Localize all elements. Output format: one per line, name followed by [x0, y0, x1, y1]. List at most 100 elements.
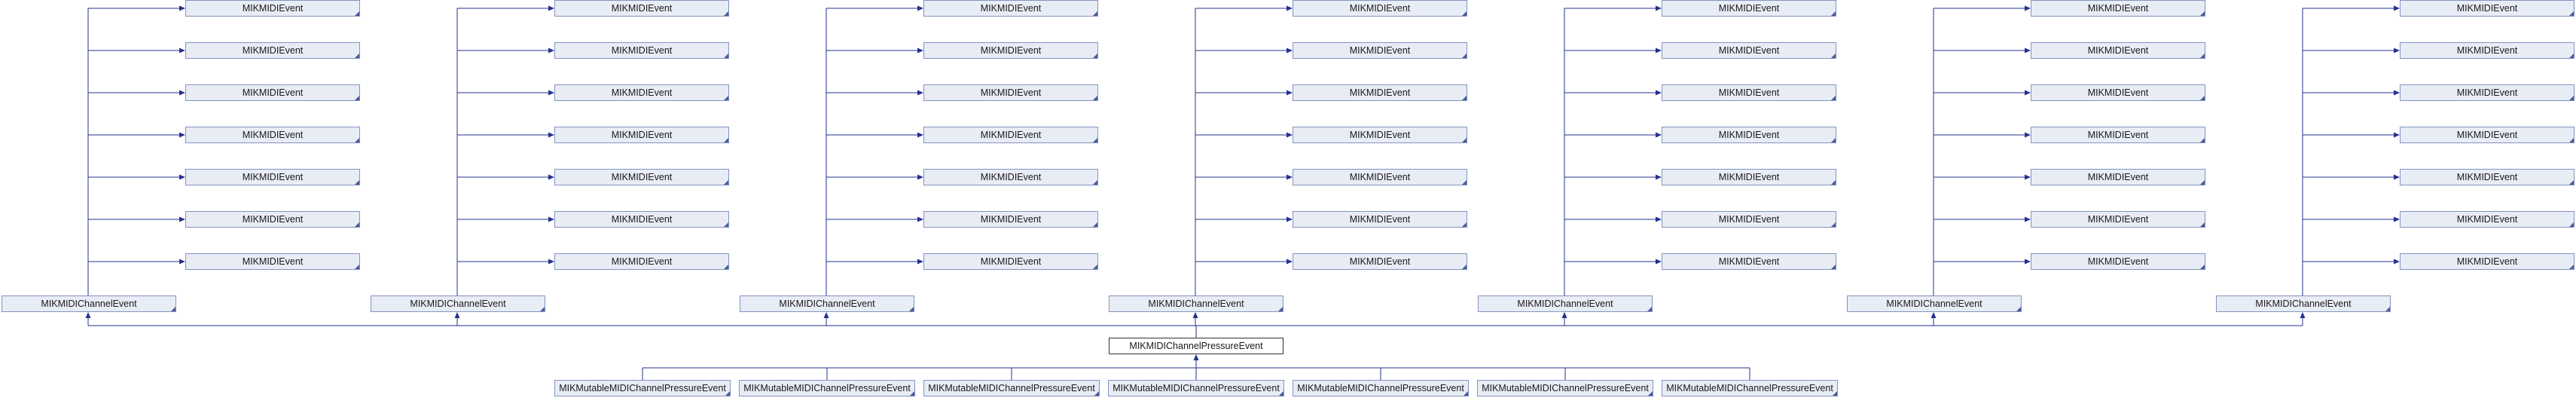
- class-link-corner-icon: [355, 138, 359, 142]
- base-class-mikmidichannelevent[interactable]: MIKMIDIChannelEvent: [1109, 295, 1283, 312]
- base-class-mikmidievent[interactable]: MIKMIDIEvent: [2031, 127, 2205, 143]
- base-class-mikmidichannelevent[interactable]: MIKMIDIChannelEvent: [371, 295, 545, 312]
- arrow-head: [179, 216, 185, 222]
- arrow-head: [548, 132, 554, 138]
- arrow-head: [548, 47, 554, 54]
- class-link-corner-icon: [1647, 307, 1652, 311]
- base-class-mikmidievent[interactable]: MIKMIDIEvent: [1293, 84, 1467, 101]
- base-class-mikmidievent[interactable]: MIKMIDIEvent: [185, 84, 360, 101]
- base-class-mikmidievent[interactable]: MIKMIDIEvent: [2400, 0, 2574, 17]
- base-class-mikmidievent[interactable]: MIKMIDIEvent: [1662, 42, 1836, 59]
- base-class-mikmidievent[interactable]: MIKMIDIEvent: [1293, 0, 1467, 17]
- base-class-mikmidievent[interactable]: MIKMIDIEvent: [554, 127, 729, 143]
- base-class-mikmidichannelevent[interactable]: MIKMIDIChannelEvent: [1478, 295, 1653, 312]
- arrow-head: [548, 5, 554, 11]
- base-class-mikmidievent[interactable]: MIKMIDIEvent: [185, 42, 360, 59]
- class-link-corner-icon: [1278, 307, 1283, 311]
- arrow-head: [917, 216, 923, 222]
- base-class-mikmidievent[interactable]: MIKMIDIEvent: [185, 169, 360, 185]
- base-class-mikmidievent[interactable]: MIKMIDIEvent: [1293, 211, 1467, 228]
- base-class-mikmidievent[interactable]: MIKMIDIEvent: [923, 253, 1098, 270]
- base-class-mikmidievent[interactable]: MIKMIDIEvent: [2400, 253, 2574, 270]
- base-class-mikmidievent[interactable]: MIKMIDIEvent: [1293, 42, 1467, 59]
- base-class-mikmidievent[interactable]: MIKMIDIEvent: [1293, 169, 1467, 185]
- base-class-mikmidievent[interactable]: MIKMIDIEvent: [2031, 211, 2205, 228]
- base-class-mikmidievent[interactable]: MIKMIDIEvent: [1662, 211, 1836, 228]
- class-link-corner-icon: [1462, 54, 1467, 58]
- base-class-mikmidievent-label: MIKMIDIEvent: [242, 87, 304, 98]
- subclass-mikmutablemidichannelpressureevent[interactable]: MIKMutableMIDIChannelPressureEvent: [1662, 380, 1838, 396]
- base-class-mikmidievent[interactable]: MIKMIDIEvent: [2400, 84, 2574, 101]
- base-class-mikmidievent[interactable]: MIKMIDIEvent: [185, 0, 360, 17]
- base-class-mikmidievent-label: MIKMIDIEvent: [980, 130, 1042, 140]
- base-class-mikmidievent[interactable]: MIKMIDIEvent: [1662, 127, 1836, 143]
- base-class-mikmidievent[interactable]: MIKMIDIEvent: [554, 253, 729, 270]
- subclass-mikmutablemidichannelpressureevent[interactable]: MIKMutableMIDIChannelPressureEvent: [1477, 380, 1653, 396]
- subclass-mikmutablemidichannelpressureevent-label: MIKMutableMIDIChannelPressureEvent: [1666, 383, 1833, 393]
- base-class-mikmidievent[interactable]: MIKMIDIEvent: [923, 84, 1098, 101]
- class-link-corner-icon: [724, 222, 728, 227]
- base-class-mikmidievent[interactable]: MIKMIDIEvent: [1662, 169, 1836, 185]
- subclass-mikmutablemidichannelpressureevent[interactable]: MIKMutableMIDIChannelPressureEvent: [1108, 380, 1284, 396]
- base-class-mikmidievent-label: MIKMIDIEvent: [2456, 172, 2518, 182]
- arrow-head: [1286, 90, 1293, 96]
- base-class-mikmidievent[interactable]: MIKMIDIEvent: [554, 211, 729, 228]
- base-class-mikmidievent[interactable]: MIKMIDIEvent: [2031, 84, 2205, 101]
- base-class-mikmidievent[interactable]: MIKMIDIEvent: [1293, 253, 1467, 270]
- base-class-mikmidievent[interactable]: MIKMIDIEvent: [185, 211, 360, 228]
- base-class-mikmidievent[interactable]: MIKMIDIEvent: [923, 169, 1098, 185]
- focus-class-label: MIKMIDIChannelPressureEvent: [1129, 341, 1263, 351]
- base-class-mikmidievent[interactable]: MIKMIDIEvent: [923, 0, 1098, 17]
- subclass-mikmutablemidichannelpressureevent[interactable]: MIKMutableMIDIChannelPressureEvent: [923, 380, 1100, 396]
- base-class-mikmidievent[interactable]: MIKMIDIEvent: [2031, 253, 2205, 270]
- base-class-mikmidievent-label: MIKMIDIEvent: [242, 3, 304, 14]
- base-class-mikmidievent[interactable]: MIKMIDIEvent: [2400, 42, 2574, 59]
- base-class-mikmidievent[interactable]: MIKMIDIEvent: [1293, 127, 1467, 143]
- subclass-mikmutablemidichannelpressureevent[interactable]: MIKMutableMIDIChannelPressureEvent: [1293, 380, 1469, 396]
- base-class-mikmidievent[interactable]: MIKMIDIEvent: [1662, 0, 1836, 17]
- base-class-mikmidievent[interactable]: MIKMIDIEvent: [2031, 169, 2205, 185]
- base-class-mikmidievent[interactable]: MIKMIDIEvent: [1662, 84, 1836, 101]
- base-class-mikmidichannelevent[interactable]: MIKMIDIChannelEvent: [2216, 295, 2391, 312]
- arrow-head: [1286, 47, 1293, 54]
- base-class-mikmidievent[interactable]: MIKMIDIEvent: [923, 211, 1098, 228]
- class-link-corner-icon: [1094, 391, 1099, 396]
- base-class-mikmidievent[interactable]: MIKMIDIEvent: [554, 84, 729, 101]
- base-class-mikmidievent[interactable]: MIKMIDIEvent: [554, 0, 729, 17]
- base-class-mikmidievent[interactable]: MIKMIDIEvent: [185, 127, 360, 143]
- base-class-mikmidievent[interactable]: MIKMIDIEvent: [554, 169, 729, 185]
- base-class-mikmidievent[interactable]: MIKMIDIEvent: [2400, 169, 2574, 185]
- arrow-head: [2394, 174, 2400, 180]
- class-link-corner-icon: [910, 391, 914, 396]
- arrow-head: [917, 5, 923, 11]
- base-class-mikmidievent[interactable]: MIKMIDIEvent: [923, 127, 1098, 143]
- class-link-corner-icon: [724, 138, 728, 142]
- class-link-corner-icon: [1831, 265, 1836, 269]
- base-class-mikmidievent[interactable]: MIKMIDIEvent: [1662, 253, 1836, 270]
- subclass-mikmutablemidichannelpressureevent[interactable]: MIKMutableMIDIChannelPressureEvent: [739, 380, 915, 396]
- base-class-mikmidichannelevent[interactable]: MIKMIDIChannelEvent: [1847, 295, 2022, 312]
- arrow-head: [1656, 216, 1662, 222]
- base-class-mikmidievent[interactable]: MIKMIDIEvent: [2400, 211, 2574, 228]
- base-class-mikmidievent[interactable]: MIKMIDIEvent: [2031, 42, 2205, 59]
- subclass-mikmutablemidichannelpressureevent[interactable]: MIKMutableMIDIChannelPressureEvent: [554, 380, 731, 396]
- class-link-corner-icon: [355, 180, 359, 185]
- base-class-mikmidievent[interactable]: MIKMIDIEvent: [185, 253, 360, 270]
- base-class-mikmidievent-label: MIKMIDIEvent: [611, 87, 673, 98]
- base-class-mikmidichannelevent-label: MIKMIDIChannelEvent: [1517, 298, 1613, 309]
- class-link-corner-icon: [1093, 54, 1097, 58]
- base-class-mikmidievent-label: MIKMIDIEvent: [1718, 172, 1780, 182]
- arrow-head: [2025, 132, 2031, 138]
- class-link-corner-icon: [2569, 138, 2574, 142]
- base-class-mikmidievent-label: MIKMIDIEvent: [611, 256, 673, 267]
- base-class-mikmidievent[interactable]: MIKMIDIEvent: [2031, 0, 2205, 17]
- class-link-corner-icon: [1462, 138, 1467, 142]
- base-class-mikmidievent[interactable]: MIKMIDIEvent: [2400, 127, 2574, 143]
- class-link-corner-icon: [1279, 391, 1283, 396]
- base-class-mikmidichannelevent[interactable]: MIKMIDIChannelEvent: [2, 295, 176, 312]
- base-class-mikmidichannelevent[interactable]: MIKMIDIChannelEvent: [740, 295, 914, 312]
- base-class-mikmidievent[interactable]: MIKMIDIEvent: [923, 42, 1098, 59]
- base-class-mikmidievent[interactable]: MIKMIDIEvent: [554, 42, 729, 59]
- arrow-head: [454, 312, 460, 318]
- class-link-corner-icon: [1093, 265, 1097, 269]
